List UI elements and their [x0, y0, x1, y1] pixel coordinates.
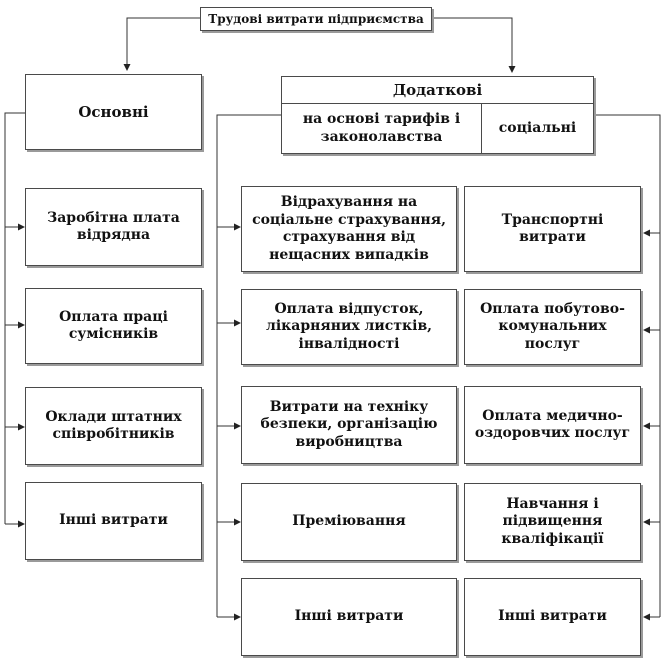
basic-item: Заробітна плата відрядна — [25, 188, 202, 266]
basic-item: Оклади штатних співробітників — [25, 387, 202, 465]
basic-item-label: Заробітна плата відрядна — [47, 209, 180, 244]
tariff-item-label: Преміювання — [292, 513, 406, 530]
tariff-item: Витрати на техніку безпеки, організацію … — [241, 386, 457, 464]
social-item-label: Інші витрати — [498, 608, 607, 625]
tariff-item: Оплата відпусток, лікарняних листків, ін… — [241, 289, 457, 365]
title-to-basic-arrow — [123, 17, 200, 71]
additional-subheader-social-text: соціальні — [498, 119, 577, 136]
social-item-label: Оплата медично-оздоровчих послуг — [474, 407, 631, 442]
social-spine — [586, 114, 661, 617]
tariff-item: Інші витрати — [241, 578, 457, 656]
additional-header-text: Додаткові — [392, 80, 483, 99]
additional-subheader-tariff-text: на основі тарифів і законолавства — [302, 111, 461, 145]
social-item: Оплата медично-оздоровчих послуг — [464, 386, 641, 464]
social-item-label: Оплата побутово-комунальних послуг — [480, 300, 625, 352]
tariff-item-label: Оплата відпусток, лікарняних листків, ін… — [265, 300, 433, 352]
basic-item: Інші витрати — [25, 482, 202, 560]
basic-spine — [4, 112, 25, 524]
tariff-item-label: Інші витрати — [294, 608, 404, 625]
basic-header-text: Основні — [78, 102, 149, 121]
social-item: Транспортні витрати — [464, 186, 641, 272]
social-item: Інші витрати — [464, 578, 641, 656]
additional-header: Додаткові — [281, 76, 594, 104]
basic-item-label: Оплата праці сумісників — [59, 308, 168, 343]
tariff-item: Відрахування на соціальне страхування, с… — [241, 186, 457, 272]
basic-header: Основні — [25, 74, 202, 150]
title-to-additional-arrow — [432, 17, 516, 73]
tariff-spine — [216, 114, 281, 617]
tariff-item: Преміювання — [241, 483, 457, 561]
tariff-item-label: Відрахування на соціальне страхування, с… — [252, 194, 446, 263]
diagram-title: Трудові витрати підприємства — [200, 7, 432, 31]
additional-subheader-social: соціальні — [481, 103, 594, 154]
social-item-label: Навчання і підвищення кваліфікації — [501, 495, 604, 547]
social-item: Навчання і підвищення кваліфікації — [464, 483, 641, 561]
tariff-item-label: Витрати на техніку безпеки, організацію … — [260, 398, 438, 450]
social-item-label: Транспортні витрати — [501, 211, 604, 246]
additional-subheader-tariff: на основі тарифів і законолавства — [281, 103, 482, 154]
social-item: Оплата побутово-комунальних послуг — [464, 289, 641, 365]
basic-item-label: Інші витрати — [59, 512, 168, 529]
diagram-title-text: Трудові витрати підприємства — [208, 11, 424, 26]
basic-item: Оплата праці сумісників — [25, 288, 202, 364]
basic-item-label: Оклади штатних співробітників — [45, 408, 182, 443]
